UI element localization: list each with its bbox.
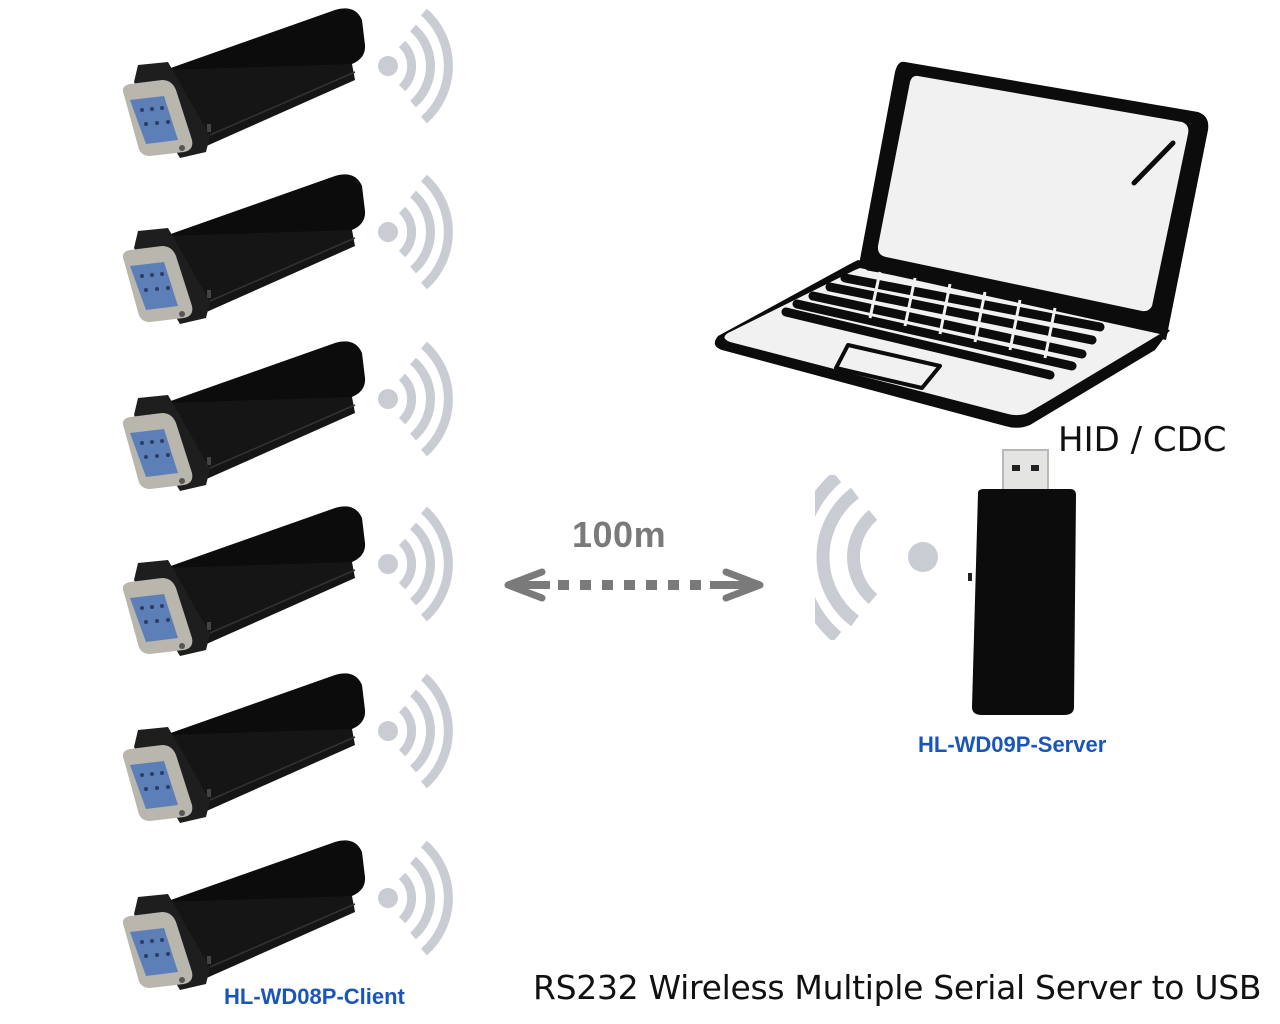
client-device-2 — [110, 166, 480, 336]
rs232-db9-adapter-icon — [122, 506, 453, 656]
rs232-db9-adapter-icon — [122, 8, 453, 158]
client-device-6 — [110, 832, 480, 1002]
rs232-db9-adapter-icon — [122, 341, 453, 491]
server-wireless-signal-icon — [815, 475, 938, 640]
diagram-title: RS232 Wireless Multiple Serial Server to… — [533, 968, 1262, 1007]
usb-dongle-icon — [968, 449, 1076, 715]
interface-label: HID / CDC — [1058, 420, 1227, 460]
server-device-label: HL-WD09P-Server — [918, 732, 1107, 757]
client-device-4 — [110, 498, 480, 668]
client-device-5 — [110, 665, 480, 835]
laptop-icon — [714, 61, 1209, 428]
client-device-3 — [110, 333, 480, 503]
client-device-1 — [110, 0, 480, 170]
rs232-db9-adapter-icon — [122, 174, 453, 324]
range-label: 100m — [572, 514, 667, 555]
rs232-db9-adapter-icon — [122, 673, 453, 823]
bidirectional-dashed-arrow-icon — [504, 568, 764, 602]
client-device-label: HL-WD08P-Client — [224, 984, 405, 1009]
rs232-db9-adapter-icon — [122, 840, 453, 990]
